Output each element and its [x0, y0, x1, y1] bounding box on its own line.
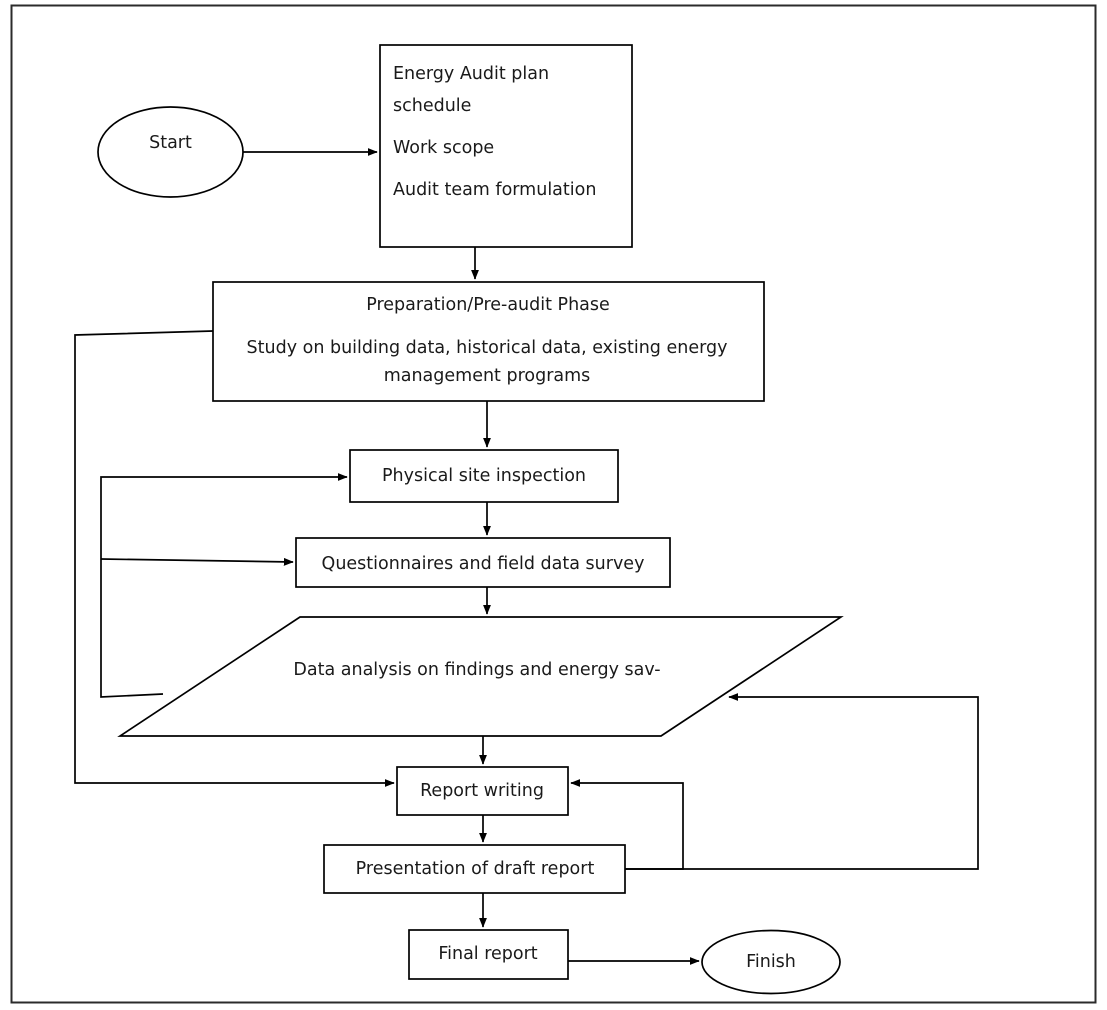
- data-analysis-label: Data analysis on findings and energy sav…: [293, 660, 660, 680]
- preparation-phase-box: [212, 281, 765, 402]
- node-finish[interactable]: Finish: [701, 929, 841, 995]
- final-report-box: [408, 929, 569, 980]
- data-analysis-parallelogram: [117, 616, 844, 737]
- report-writing-label: Report writing: [420, 781, 544, 801]
- edge-preparation-to-report-writing-feedback: [74, 330, 395, 787]
- energy-audit-plan-line-2: schedule: [393, 96, 471, 116]
- node-data-analysis[interactable]: Data analysis on findings and energy sav…: [117, 616, 844, 737]
- finish-label: Finish: [746, 952, 796, 972]
- presentation-draft-report-box: [323, 844, 626, 894]
- edge-analysis-to-questionnaires-feedback: [100, 557, 294, 566]
- node-preparation-phase[interactable]: Preparation/Pre-audit Phase Study on bui…: [212, 281, 765, 402]
- preparation-phase-line-1: Preparation/Pre-audit Phase: [366, 295, 610, 315]
- edge-analysis-to-inspection-feedback: [100, 473, 348, 698]
- physical-site-inspection-label: Physical site inspection: [382, 466, 586, 486]
- page-border: [10, 4, 1097, 1004]
- finish-ellipse: [701, 929, 841, 995]
- physical-site-inspection-box: [349, 449, 619, 503]
- node-presentation-draft-report[interactable]: Presentation of draft report: [323, 844, 626, 894]
- start-label: Start: [149, 133, 192, 153]
- node-physical-site-inspection[interactable]: Physical site inspection: [349, 449, 619, 503]
- energy-audit-plan-box: [379, 44, 633, 248]
- final-report-label: Final report: [438, 944, 537, 964]
- node-final-report[interactable]: Final report: [408, 929, 569, 980]
- questionnaires-survey-label: Questionnaires and field data survey: [322, 554, 645, 574]
- presentation-draft-report-label: Presentation of draft report: [356, 859, 595, 879]
- start-ellipse: [97, 106, 244, 198]
- energy-audit-plan-line-1: Energy Audit plan: [393, 64, 549, 84]
- node-energy-audit-plan[interactable]: Energy Audit plan schedule Work scope Au…: [379, 44, 633, 248]
- energy-audit-plan-line-4: Audit team formulation: [393, 180, 596, 200]
- energy-audit-plan-line-3: Work scope: [393, 138, 494, 158]
- preparation-phase-line-2: Study on building data, historical data,…: [247, 338, 728, 358]
- node-questionnaires-survey[interactable]: Questionnaires and field data survey: [295, 537, 671, 588]
- node-start[interactable]: Start: [97, 106, 244, 198]
- preparation-phase-line-3: management programs: [384, 366, 591, 386]
- report-writing-box: [396, 766, 569, 816]
- edge-presentation-to-analysis-feedback: [625, 693, 979, 870]
- questionnaires-survey-box: [295, 537, 671, 588]
- node-report-writing[interactable]: Report writing: [396, 766, 569, 816]
